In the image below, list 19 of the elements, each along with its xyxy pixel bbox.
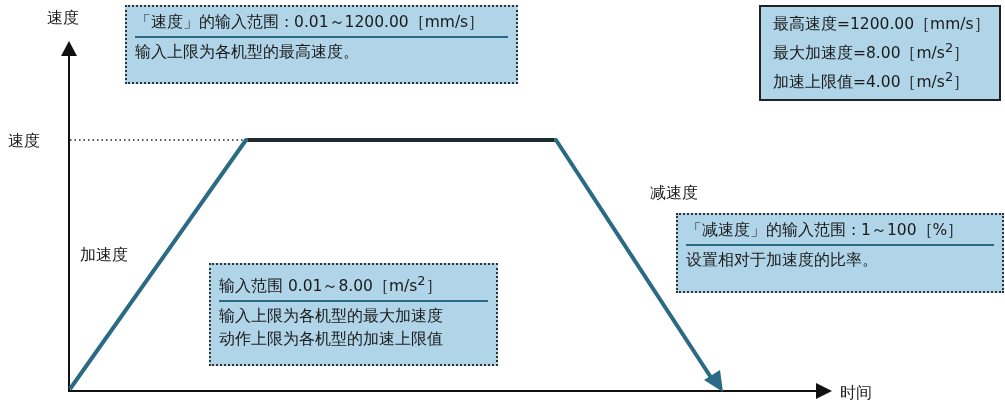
box-text: 动作上限为各机型的加速上限值 bbox=[219, 329, 444, 351]
info-box bbox=[125, 5, 518, 84]
axis-label: 时间 bbox=[840, 383, 872, 403]
axis-label: 速度 bbox=[8, 131, 40, 151]
box-heading: 「速度」的输入范围 : 0.01～1200.00［mm/s］ bbox=[135, 11, 508, 38]
info-box bbox=[676, 213, 1004, 293]
box-heading: 「减速度」的输入范围 : 1～100［%］ bbox=[686, 219, 994, 246]
curve-label: 加速度 bbox=[80, 245, 128, 265]
info-box bbox=[209, 263, 498, 366]
box-text: 输入上限为各机型的最高速度。 bbox=[135, 42, 360, 63]
box-text: 输入上限为各机型的最大加速度 bbox=[219, 306, 444, 328]
box-text: 最大加速度=8.00［m/s$^{2}$］ bbox=[773, 39, 971, 65]
box-text: 最高速度=1200.00［mm/s］ bbox=[773, 14, 987, 35]
box-text: 设置相对于加速度的比率。 bbox=[686, 250, 879, 271]
info-box bbox=[759, 5, 1001, 101]
curve-label: 减速度 bbox=[650, 183, 698, 203]
box-text: 加速上限值=4.00［m/s$^{2}$］ bbox=[773, 68, 971, 94]
axis-label: 速度 bbox=[47, 8, 79, 28]
box-heading: 输入范围 0.01～8.00［m/s$^{2}$］ bbox=[219, 269, 488, 303]
